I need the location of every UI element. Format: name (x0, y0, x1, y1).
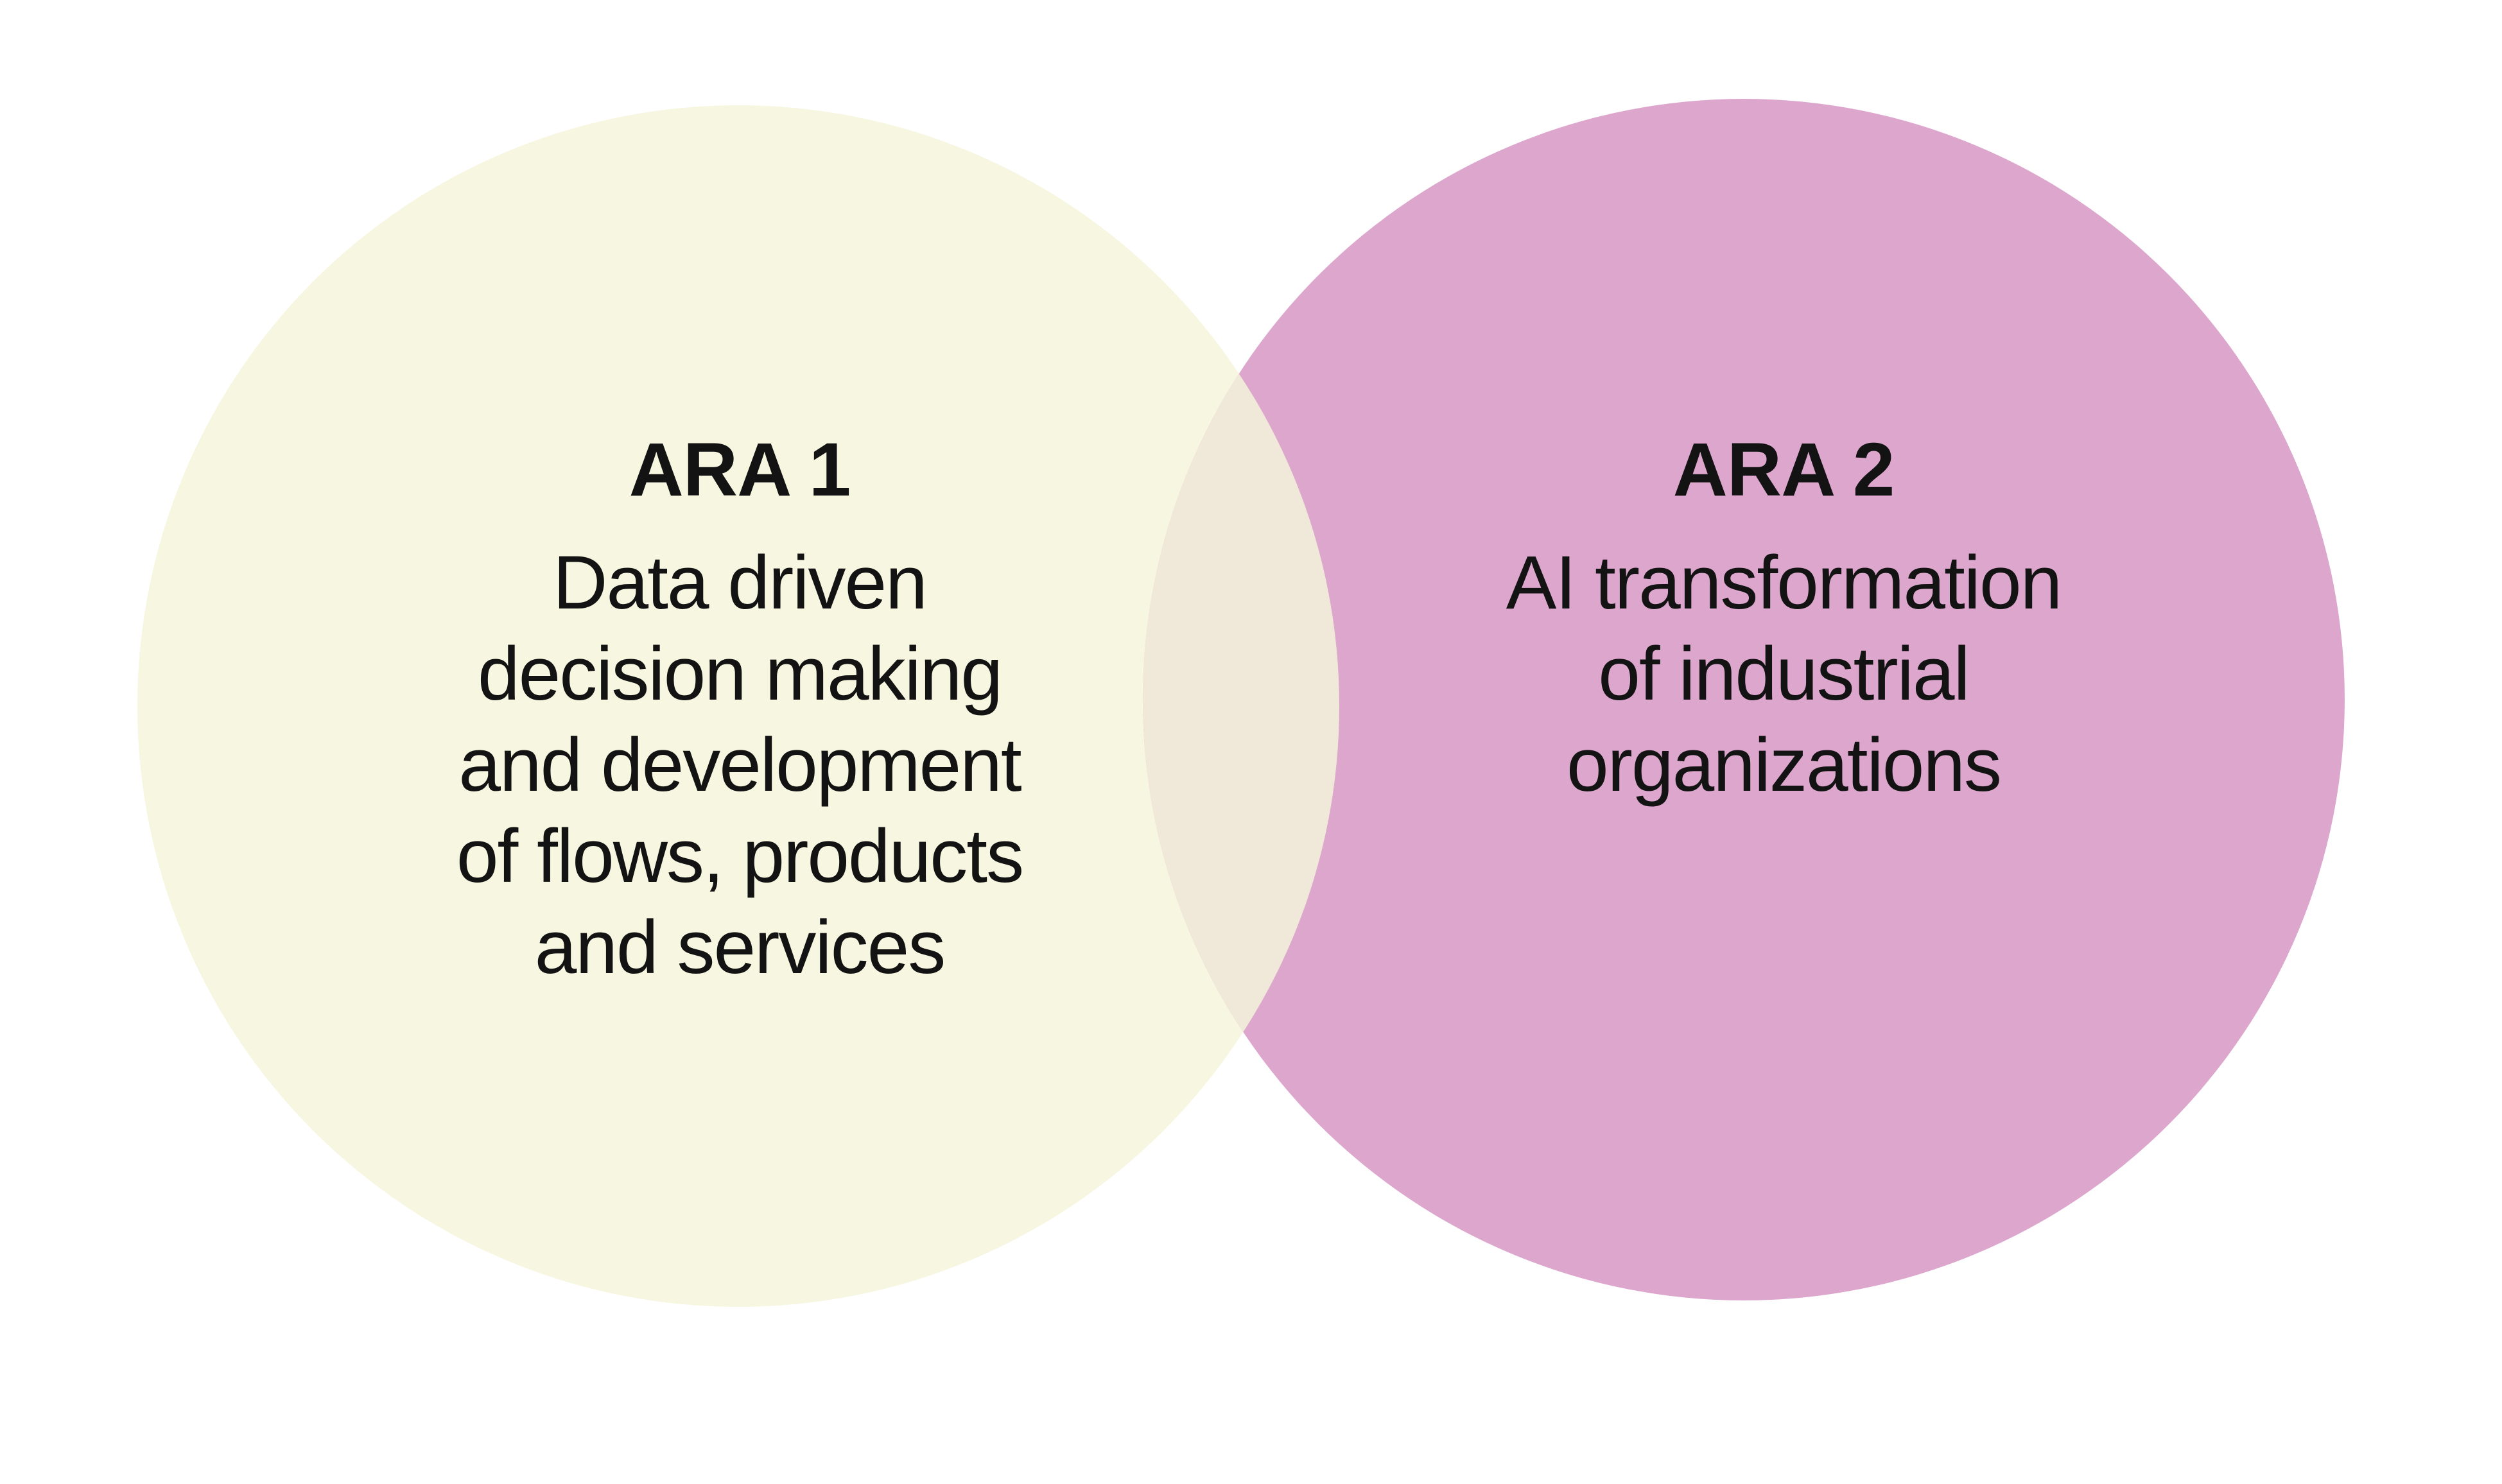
ara1-circle (137, 105, 1339, 1307)
ara1-description-line-3: and development (458, 723, 1021, 807)
ara1-description-line-2: decision making (478, 632, 1002, 716)
ara1-description-line-4: of flows, products (456, 814, 1023, 899)
ara2-description-line-3: organizations (1567, 723, 2001, 807)
ara1-title: ARA 1 (629, 427, 851, 512)
ara2-circle (1143, 99, 2345, 1300)
ara1-description-line-1: Data driven (553, 540, 926, 625)
ara2-description-line-2: of industrial (1598, 632, 1968, 716)
ara2-title: ARA 2 (1673, 427, 1895, 512)
ara1-description-line-5: and services (535, 905, 944, 990)
ara2-description-line-1: AI transformation (1506, 540, 2061, 625)
